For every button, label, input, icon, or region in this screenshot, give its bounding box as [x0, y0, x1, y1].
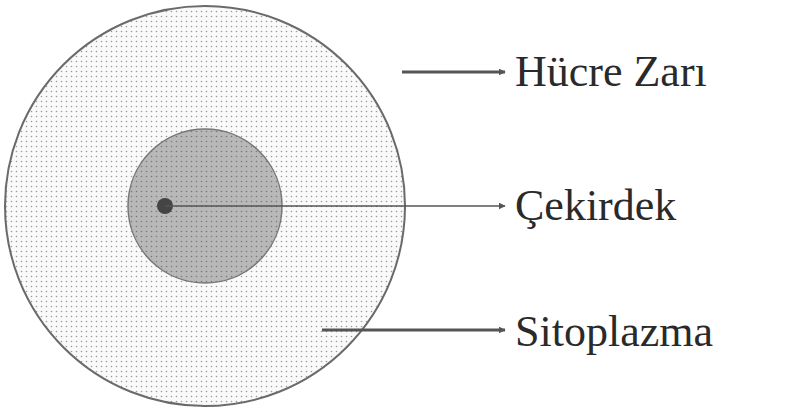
leader-arrow [165, 205, 505, 207]
leader-arrow [402, 71, 505, 74]
part-label: Hücre Zarı [515, 48, 707, 96]
leader-arrow [322, 329, 505, 332]
part-label: Sitoplazma [515, 308, 713, 356]
part-label: Çekirdek [515, 182, 676, 230]
